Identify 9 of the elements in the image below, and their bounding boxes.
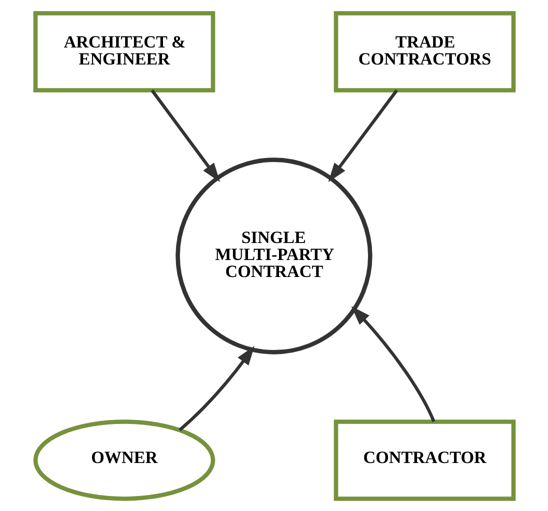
- node-ellipse: OWNER: [32, 419, 215, 500]
- arrow: [150, 88, 220, 182]
- arrow: [328, 88, 398, 182]
- node-box: TRADE CONTRACTORS: [333, 10, 516, 92]
- node-circle: SINGLE MULTI-PARTY CONTRACT: [175, 157, 372, 354]
- arrow: [178, 345, 254, 431]
- arrow: [350, 306, 435, 422]
- node-box: ARCHITECT & ENGINEER: [32, 10, 215, 92]
- node-box: CONTRACTOR: [333, 419, 516, 500]
